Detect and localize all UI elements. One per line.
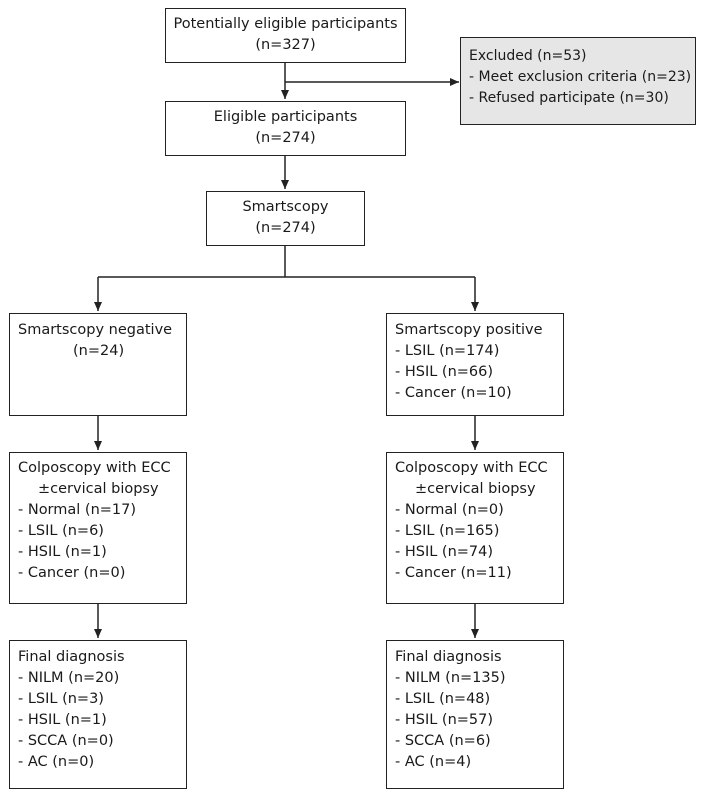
node-line: - AC (n=4) [395, 754, 472, 770]
node-line: - HSIL (n=1) [18, 712, 107, 728]
node-line: Smartscopy [242, 199, 329, 215]
node-potentially-eligible: Potentially eligible participants (n=327) [165, 8, 406, 63]
node-line: - NILM (n=135) [395, 670, 506, 686]
node-colposcopy-left: Colposcopy with ECC ±cervical biopsy - Nor… [9, 452, 187, 604]
node-line: - Normal (n=17) [18, 502, 137, 518]
node-line: - HSIL (n=66) [395, 364, 494, 380]
node-line: Final diagnosis [395, 649, 502, 665]
node-line: - HSIL (n=1) [18, 544, 107, 560]
node-line: Final diagnosis [18, 649, 125, 665]
node-line: - Meet exclusion criteria (n=23) [469, 69, 692, 85]
node-line: - Cancer (n=0) [18, 565, 126, 581]
node-line: - Cancer (n=10) [395, 385, 512, 401]
node-line: - LSIL (n=3) [18, 691, 104, 707]
node-excluded: Excluded (n=53) - Meet exclusion criteria… [460, 37, 696, 125]
node-line: - NILM (n=20) [18, 670, 120, 686]
node-smartscopy-positive: Smartscopy positive - LSIL (n=174) - HSIL … [386, 313, 564, 416]
node-line: - Refused participate (n=30) [469, 90, 669, 106]
node-line: Smartscopy negative [18, 322, 173, 338]
node-line: Excluded (n=53) [469, 48, 587, 64]
node-final-left: Final diagnosis - NILM (n=20) - LSIL (n=3)… [9, 640, 187, 789]
node-line: - HSIL (n=57) [395, 712, 494, 728]
node-line: Smartscopy positive [395, 322, 543, 338]
node-line: - Cancer (n=11) [395, 565, 512, 581]
node-line: - SCCA (n=6) [395, 733, 491, 749]
node-line: - SCCA (n=0) [18, 733, 114, 749]
node-line: (n=274) [255, 130, 316, 146]
node-line: - LSIL (n=6) [18, 523, 104, 539]
node-line: - LSIL (n=174) [395, 343, 500, 359]
node-eligible: Eligible participants (n=274) [165, 101, 406, 156]
node-smartscopy-negative: Smartscopy negative (n=24) [9, 313, 187, 416]
node-line: - AC (n=0) [18, 754, 95, 770]
node-final-right: Final diagnosis - NILM (n=135) - LSIL (n=4… [386, 640, 564, 789]
node-line: Potentially eligible participants [173, 16, 398, 32]
node-line: ±cervical biopsy [415, 481, 536, 497]
node-line: Colposcopy with ECC [18, 460, 171, 476]
node-line: (n=24) [73, 343, 125, 359]
node-line: ±cervical biopsy [38, 481, 159, 497]
node-line: Eligible participants [213, 109, 358, 125]
node-line: (n=274) [255, 220, 316, 236]
node-line: - HSIL (n=74) [395, 544, 494, 560]
node-line: Colposcopy with ECC [395, 460, 548, 476]
node-smartscopy: Smartscopy (n=274) [206, 191, 365, 246]
node-line: - LSIL (n=48) [395, 691, 491, 707]
node-line: - Normal (n=0) [395, 502, 504, 518]
node-colposcopy-right: Colposcopy with ECC ±cervical biopsy - Nor… [386, 452, 564, 604]
node-line: (n=327) [255, 37, 316, 53]
node-line: - LSIL (n=165) [395, 523, 500, 539]
